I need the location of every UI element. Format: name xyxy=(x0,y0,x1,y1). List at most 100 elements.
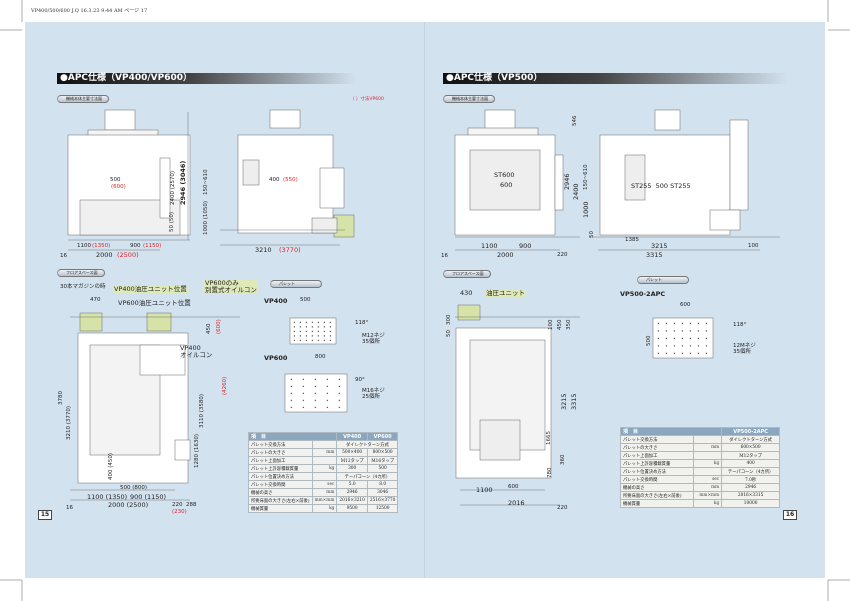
row-value: M12タップ xyxy=(721,451,780,460)
table-header: 項 目 xyxy=(247,432,338,441)
left-drawing-label: 900 xyxy=(130,243,141,249)
row-unit xyxy=(692,467,723,476)
pallet-hole xyxy=(697,345,700,347)
right-drawing-label: 220 xyxy=(557,505,568,511)
pallet-hole xyxy=(705,322,708,325)
drawing-part xyxy=(104,109,136,131)
pallet-hole xyxy=(290,392,293,395)
row-value: 500×400 xyxy=(336,448,368,457)
right-drawing-label: 900 xyxy=(519,242,532,250)
drawing-part xyxy=(654,109,681,131)
row-value: M16タップ xyxy=(366,456,399,465)
left-drawing-label: 2000 xyxy=(96,251,113,259)
pallet-hole xyxy=(290,378,293,381)
row-item: パレット位置決め方法 xyxy=(248,472,313,481)
pallet-hole xyxy=(705,330,708,332)
left-drawing-label: 800 xyxy=(315,354,326,360)
row-value: 7.0秒 xyxy=(721,475,780,484)
right-drawing-label: ST255 500 ST255 xyxy=(631,182,691,190)
pallet-hole xyxy=(329,321,332,324)
pallet-hole xyxy=(329,326,332,328)
page-number-left: 15 xyxy=(38,510,52,520)
row-value: 800×500 xyxy=(366,448,399,457)
row-item: パレット交換時間 xyxy=(248,480,313,489)
pallet-hole xyxy=(311,330,314,333)
pallet-hole xyxy=(657,330,660,332)
pallet-hole xyxy=(317,339,320,342)
left-drawing-label: (3770) xyxy=(279,246,301,254)
drawing-part xyxy=(319,167,345,209)
row-unit: mm xyxy=(692,483,723,492)
right-drawing-label: 100 xyxy=(548,319,554,331)
pallet-hole xyxy=(299,335,302,337)
right-drawing-label: 600 xyxy=(500,181,513,189)
oil-controller-vp600 xyxy=(146,312,172,332)
pallet-hole xyxy=(657,345,660,347)
row-value: 300 xyxy=(336,464,368,473)
pallet-hole xyxy=(697,337,700,340)
right-drawing-label: 油圧ユニット xyxy=(485,289,526,298)
row-value: 10000 xyxy=(721,499,780,508)
right-drawing-label: 450 xyxy=(557,319,563,331)
row-value: 2016×3315 xyxy=(721,491,780,500)
pallet-hole xyxy=(689,337,692,340)
row-value: 600×500 xyxy=(721,443,780,452)
pallet-hole xyxy=(681,352,684,355)
left-drawing-label: 118° xyxy=(355,320,369,326)
pallet-hole xyxy=(293,335,296,337)
table-row: パレット位置決め方法テーパコーン（4カ所） xyxy=(620,467,780,476)
pallet-hole xyxy=(305,321,308,324)
pallet-hole xyxy=(665,330,668,332)
drawing-part xyxy=(139,344,186,376)
row-value: ダイレクトターン方式 xyxy=(721,435,780,444)
right-drawing-label: 1100 xyxy=(481,242,498,250)
pallet-hole xyxy=(673,330,676,332)
pallet-hole xyxy=(305,339,308,342)
right-drawing-label: 350 xyxy=(566,319,572,331)
pallet-hole xyxy=(689,330,692,332)
table-row: パレット位置決め方法 テーパコーン（4カ所） xyxy=(248,472,399,481)
pallet-hole xyxy=(705,352,708,355)
left-drawing-label: (1150) xyxy=(143,243,162,249)
right-drawing-label: 2016 xyxy=(508,499,525,507)
row-value: 12500 xyxy=(366,504,399,513)
right-drawing-label: 3315 xyxy=(570,393,578,410)
left-drawing-label: 400 (450) xyxy=(108,452,114,480)
row-value: テーパコーン（4カ所） xyxy=(721,467,780,476)
pallet-hole xyxy=(317,326,320,328)
right-drawing-label: 546 xyxy=(572,115,578,127)
pallet-hole xyxy=(299,339,302,342)
row-value: テーパコーン（4カ所） xyxy=(336,472,399,481)
row-item: パレット交換方法 xyxy=(620,435,694,444)
pallet-hole xyxy=(338,385,341,388)
vp600-dimension-note: （ ）寸法VP600 xyxy=(350,97,384,102)
row-item: パレットの大きさ xyxy=(248,448,313,457)
pallet-hole xyxy=(338,392,341,395)
drawing-part xyxy=(242,159,260,186)
pallet-hole xyxy=(323,321,326,324)
pallet-hole xyxy=(314,385,317,388)
pallet-hole xyxy=(657,322,660,325)
left-drawing-label: 30本マガジンの時 xyxy=(60,284,106,290)
right-pill-main-dimensions: 機械本体主要寸法図 xyxy=(443,95,495,103)
row-unit: mm xyxy=(311,448,338,457)
drawing-part xyxy=(729,119,749,211)
pallet-hole xyxy=(657,352,660,355)
left-drawing-label: (230) xyxy=(172,509,187,515)
row-item: パレット上許容積載質量 xyxy=(248,464,313,473)
hydraulic-unit-vp400 xyxy=(79,312,103,332)
drawing-part xyxy=(484,109,516,131)
row-item: 機械の高さ xyxy=(620,483,694,492)
left-drawing-label: 1000 (1050) xyxy=(203,200,209,235)
row-unit xyxy=(311,440,338,449)
row-value: 5.0 xyxy=(336,480,368,489)
left-drawing-label: 16 xyxy=(66,505,73,511)
